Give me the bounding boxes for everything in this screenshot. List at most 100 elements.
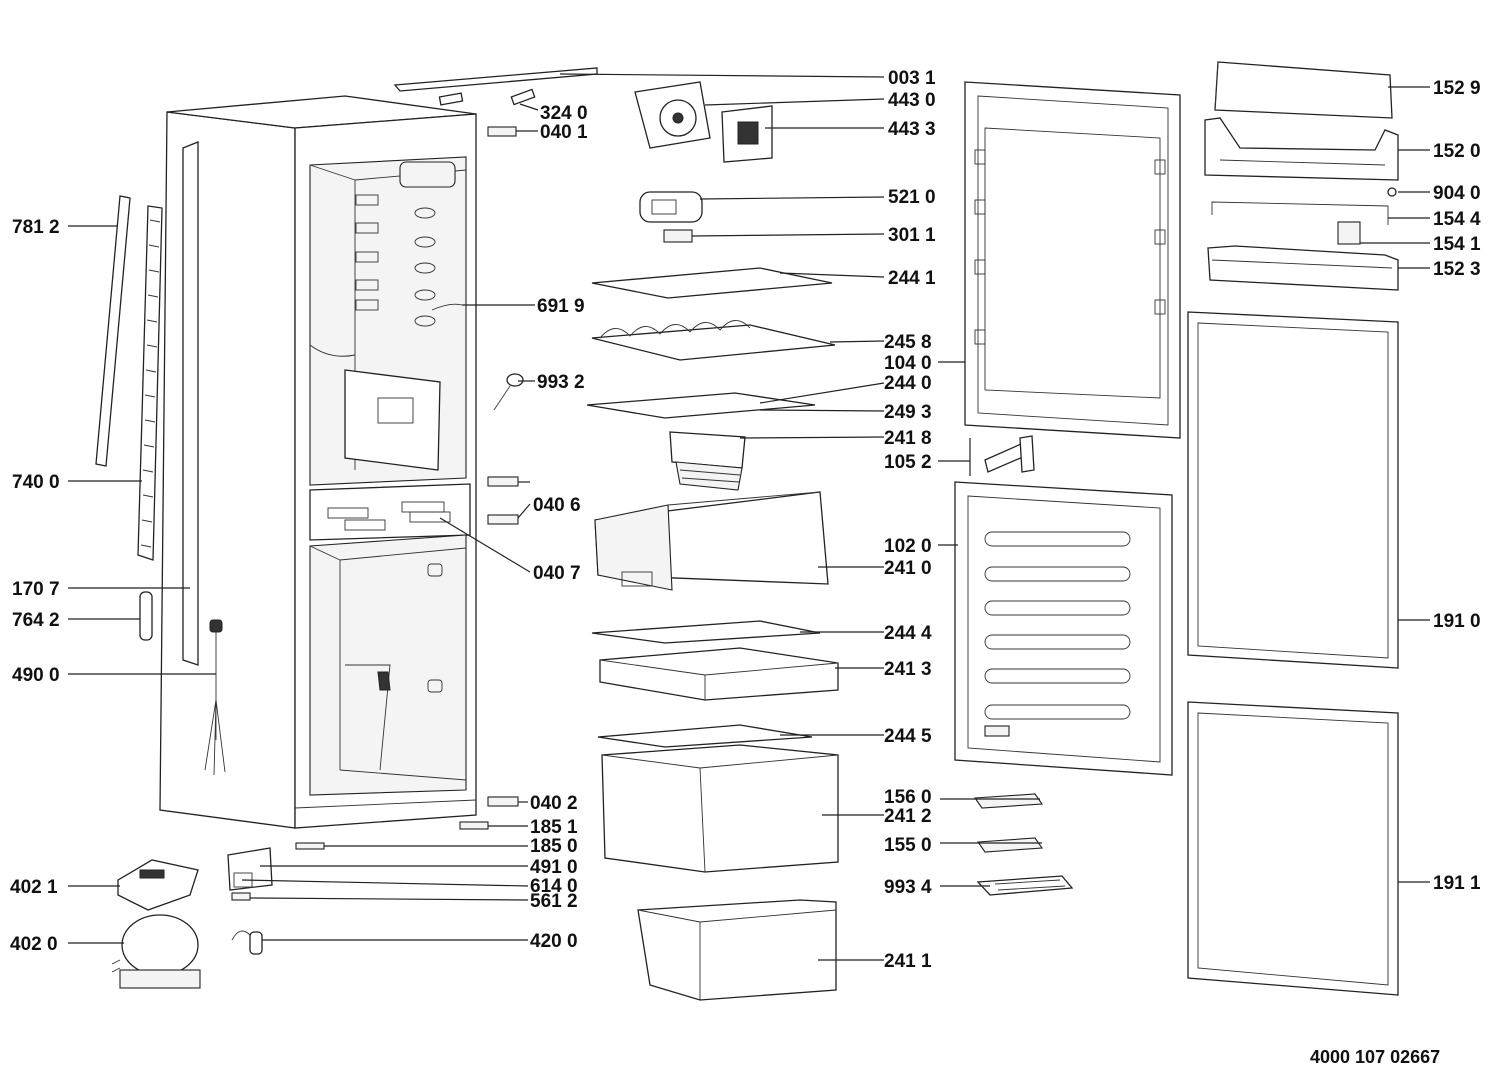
part-basket-241-8 xyxy=(669,431,746,491)
part-bin-152-9 xyxy=(1214,61,1393,119)
label-102-0: 102 0 xyxy=(884,536,932,557)
label-740-0: 740 0 xyxy=(12,472,60,493)
part-compressor-402-0 xyxy=(111,914,201,989)
label-420-0: 420 0 xyxy=(530,931,578,952)
part-drier-764-2 xyxy=(139,591,153,641)
label-244-1: 244 1 xyxy=(888,268,936,289)
label-301-1: 301 1 xyxy=(888,225,936,246)
label-691-9: 691 9 xyxy=(537,296,585,317)
label-244-5: 244 5 xyxy=(884,726,932,747)
part-691-9 xyxy=(431,303,463,311)
label-561-2: 561 2 xyxy=(530,891,578,912)
part-ice-tray-155-0 xyxy=(976,837,1044,853)
label-781-2: 781 2 xyxy=(12,217,60,238)
part-bin-152-3 xyxy=(1207,245,1399,291)
part-drawer-241-1 xyxy=(637,899,837,1001)
part-ice-tray-156-0 xyxy=(973,793,1044,809)
part-hinge-040-1 xyxy=(487,126,517,137)
part-904-0 xyxy=(1387,187,1397,197)
part-hinge-040-6b xyxy=(487,514,519,525)
part-labels: 003 1 324 0 040 1 443 0 443 3 521 0 301 … xyxy=(10,68,1481,1067)
part-glass-244-5 xyxy=(597,724,813,748)
label-241-2: 241 2 xyxy=(884,806,932,827)
part-hinge-040-2 xyxy=(487,796,519,807)
label-040-7: 040 7 xyxy=(533,563,581,584)
part-glass-244-4 xyxy=(591,620,821,644)
part-door-191-0 xyxy=(1187,311,1399,669)
part-rod-154-4 xyxy=(1211,201,1389,225)
label-152-3: 152 3 xyxy=(1433,259,1481,280)
part-bin-152-0 xyxy=(1204,117,1399,181)
part-freezer-door-liner-102-0 xyxy=(954,481,1173,776)
label-241-8: 241 8 xyxy=(884,428,932,449)
part-shelf-244-1 xyxy=(591,267,833,299)
label-040-2: 040 2 xyxy=(530,793,578,814)
label-402-0: 402 0 xyxy=(10,934,58,955)
label-154-1: 154 1 xyxy=(1433,234,1481,255)
part-fan-443-0 xyxy=(634,81,711,149)
label-040-1: 040 1 xyxy=(540,122,588,143)
label-491-0: 491 0 xyxy=(530,857,578,878)
document-code: 4000 107 02667 xyxy=(1310,1047,1440,1067)
label-152-0: 152 0 xyxy=(1433,141,1481,162)
part-door-191-1 xyxy=(1187,701,1399,996)
part-door-liner-104-0 xyxy=(964,81,1181,439)
label-191-0: 191 0 xyxy=(1433,611,1481,632)
part-glass-249-3 xyxy=(586,392,816,419)
label-185-1: 185 1 xyxy=(530,817,578,838)
label-185-0: 185 0 xyxy=(530,836,578,857)
part-condenser-740-0 xyxy=(137,205,163,561)
leader-lines xyxy=(68,73,1430,961)
part-993-4 xyxy=(976,875,1074,896)
label-003-1: 003 1 xyxy=(888,68,936,89)
part-thermostat-301-1 xyxy=(663,229,693,243)
label-105-2: 105 2 xyxy=(884,452,932,473)
label-244-4: 244 4 xyxy=(884,623,932,644)
label-402-1: 402 1 xyxy=(10,877,58,898)
part-hinge-040-6a xyxy=(487,476,519,487)
part-fan-cover-443-3 xyxy=(721,105,773,163)
cabinet-body xyxy=(159,95,477,829)
label-245-8: 245 8 xyxy=(884,332,932,353)
part-lamp-521-0 xyxy=(639,191,703,223)
label-152-9: 152 9 xyxy=(1433,78,1481,99)
label-104-0: 104 0 xyxy=(884,353,932,374)
part-power-cord-490-0 xyxy=(204,619,226,776)
part-rod-781-2 xyxy=(95,195,131,467)
label-154-4: 154 4 xyxy=(1433,209,1481,230)
part-top-cover-003-1 xyxy=(393,67,598,92)
label-490-0: 490 0 xyxy=(12,665,60,686)
part-185-0 xyxy=(295,842,325,850)
label-443-3: 443 3 xyxy=(888,119,936,140)
part-324-0 xyxy=(438,88,536,106)
label-443-0: 443 0 xyxy=(888,90,936,111)
label-904-0: 904 0 xyxy=(1433,183,1481,204)
label-324-0: 324 0 xyxy=(540,103,588,124)
part-154-1 xyxy=(1337,221,1361,245)
label-993-2: 993 2 xyxy=(537,372,585,393)
label-170-7: 170 7 xyxy=(12,579,60,600)
part-capacitor-420-0 xyxy=(231,930,263,955)
label-521-0: 521 0 xyxy=(888,187,936,208)
part-drawer-241-2 xyxy=(601,744,839,873)
label-040-6: 040 6 xyxy=(533,495,581,516)
part-105-2 xyxy=(984,435,1035,473)
label-155-0: 155 0 xyxy=(884,835,932,856)
label-993-4: 993 4 xyxy=(884,877,932,898)
label-764-2: 764 2 xyxy=(12,610,60,631)
label-244-0: 244 0 xyxy=(884,373,932,394)
part-compressor-cover-402-1 xyxy=(117,859,199,911)
label-156-0: 156 0 xyxy=(884,787,932,808)
part-drawer-241-3 xyxy=(599,647,839,701)
label-241-0: 241 0 xyxy=(884,558,932,579)
label-241-3: 241 3 xyxy=(884,659,932,680)
label-249-3: 249 3 xyxy=(884,402,932,423)
part-wine-rack-245-8 xyxy=(591,320,836,361)
part-relay-491-0 xyxy=(227,847,273,901)
label-191-1: 191 1 xyxy=(1433,873,1481,894)
label-614-0: 614 0 xyxy=(530,876,578,897)
label-241-1: 241 1 xyxy=(884,951,932,972)
part-993-2 xyxy=(493,373,524,411)
part-185-1 xyxy=(459,821,489,830)
